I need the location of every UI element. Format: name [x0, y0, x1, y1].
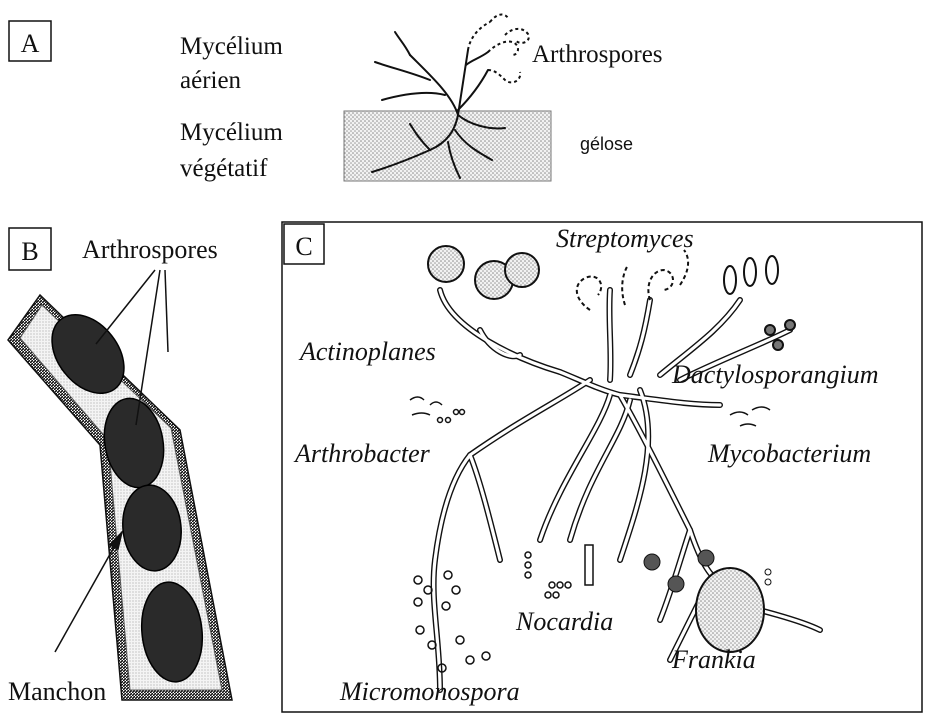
- frankia-sporangium: [644, 550, 771, 652]
- arthrospores-label-b: Arthrospores: [82, 235, 218, 264]
- mycelium-network: [434, 290, 820, 690]
- aerial-mycelium-label-line1: Mycélium: [180, 33, 283, 60]
- sheath-label: Manchon: [8, 677, 106, 706]
- nocardia-fragments: [525, 545, 593, 598]
- label-actinoplanes: Actinoplanes: [298, 337, 436, 366]
- label-mycobacterium: Mycobacterium: [707, 439, 871, 468]
- micromonospora-spores: [414, 571, 490, 672]
- arthrospore-chains-a: [468, 15, 529, 83]
- aerial-hyphae: [375, 32, 488, 115]
- aerial-mycelium-label-line2: aérien: [180, 67, 242, 94]
- vegetative-mycelium-label-line1: Mycélium: [180, 119, 283, 146]
- panel-c: C: [282, 222, 922, 712]
- label-nocardia: Nocardia: [515, 607, 613, 636]
- arthrobacter-fragments: [410, 397, 465, 423]
- label-arthrobacter: Arthrobacter: [293, 439, 431, 468]
- label-micromonospora: Micromonospora: [339, 677, 520, 706]
- arthrospores-label-a: Arthrospores: [532, 41, 663, 68]
- label-streptomyces: Streptomyces: [556, 224, 694, 253]
- agar-label: gélose: [580, 134, 633, 154]
- panel-b: B Arthrospores Manchon: [8, 228, 232, 706]
- panel-a-letter: A: [21, 29, 40, 58]
- streptomyces-spore-chains: [577, 250, 688, 310]
- label-dactylosporangium: Dactylosporangium: [671, 360, 879, 389]
- panel-c-letter: C: [295, 232, 312, 261]
- actinoplanes-sporangia: [428, 246, 539, 299]
- panel-b-letter: B: [21, 237, 38, 266]
- label-frankia: Frankia: [671, 645, 756, 674]
- vegetative-mycelium-label-line2: végétatif: [180, 155, 268, 182]
- panel-a: A Mycélium aérien Mycélium végétatif gél…: [9, 15, 663, 182]
- mycobacterium-fragments: [730, 407, 770, 426]
